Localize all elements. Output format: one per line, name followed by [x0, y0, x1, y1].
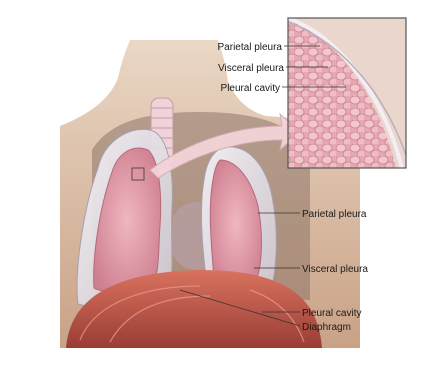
inset-label-parietal-pleura: Parietal pleura [218, 42, 283, 53]
inset-label-visceral-pleura: Visceral pleura [218, 63, 284, 74]
inset-label-pleural-cavity: Pleural cavity [221, 83, 280, 94]
label-visceral-pleura: Visceral pleura [302, 264, 368, 275]
label-parietal-pleura: Parietal pleura [302, 209, 367, 220]
inset-magnified-view [288, 18, 410, 168]
label-diaphragm: Diaphragm [302, 322, 351, 333]
label-pleural-cavity: Pleural cavity [302, 308, 361, 319]
